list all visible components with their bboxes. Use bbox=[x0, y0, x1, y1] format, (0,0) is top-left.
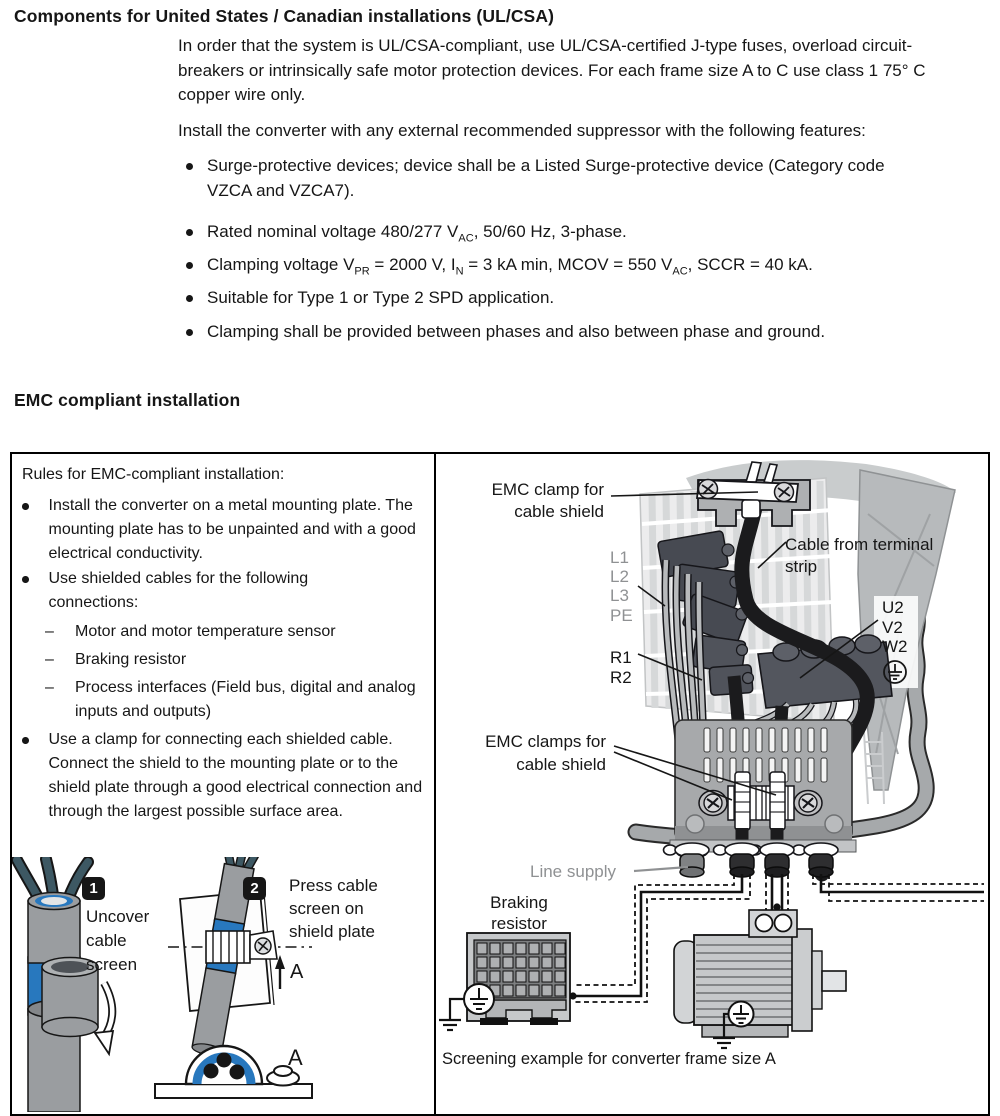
bullet-marker-icon bbox=[186, 329, 193, 336]
section-a-label: A bbox=[288, 1045, 303, 1070]
uncover-cable-illustration bbox=[12, 857, 117, 1112]
terminal-l2: L2 bbox=[610, 567, 629, 587]
bullet-marker-icon bbox=[186, 295, 193, 302]
bullet-marker-icon bbox=[22, 576, 29, 583]
rule-sub-motor: – Motor and motor temperature sensor bbox=[45, 623, 336, 640]
terminal-strip bbox=[750, 634, 893, 729]
bullet-marker-icon bbox=[186, 262, 193, 269]
terminal-v2: V2 bbox=[882, 617, 903, 637]
bullet-marker-icon bbox=[186, 229, 193, 236]
cable-glands bbox=[679, 853, 834, 878]
junction-dot bbox=[773, 903, 781, 911]
earth-icon bbox=[713, 1036, 735, 1050]
bullet-clamping-voltage: Clamping voltage VPR = 2000 V, IN = 3 kA… bbox=[178, 253, 968, 278]
pe-ground-icon bbox=[883, 659, 907, 684]
terminals-braking: R1 R2 bbox=[610, 648, 632, 687]
bullet-rated-voltage: Rated nominal voltage 480/277 VAC, 50/60… bbox=[178, 220, 968, 245]
rule-sub-process: – Process interfaces (Field bus, digital… bbox=[45, 679, 416, 720]
terminal-l3: L3 bbox=[610, 586, 629, 606]
shield-plate bbox=[674, 719, 853, 841]
emc-figure: Rules for EMC-compliant installation: In… bbox=[10, 452, 990, 1116]
rule-mounting-plate: Install the converter on a metal mountin… bbox=[12, 494, 431, 566]
step-1-badge: 1 bbox=[82, 877, 105, 900]
bullet-spd-type: Suitable for Type 1 or Type 2 SPD applic… bbox=[178, 286, 968, 311]
emc-top-clamp bbox=[695, 461, 811, 527]
screened-wiring bbox=[574, 874, 984, 1003]
paragraph-ulcsa-1: In order that the system is UL/CSA-compl… bbox=[178, 36, 926, 104]
figure-left-panel: Rules for EMC-compliant installation: In… bbox=[12, 454, 436, 1114]
rule-shielded-cables: Use shielded cables for the following co… bbox=[12, 567, 379, 615]
cable-tie bbox=[741, 499, 761, 519]
step-2-badge: 2 bbox=[243, 877, 266, 900]
screw-icon bbox=[698, 789, 823, 817]
leader-lines bbox=[610, 491, 879, 873]
rules-title: Rules for EMC-compliant installation: bbox=[22, 466, 285, 483]
bullet-marker-icon bbox=[22, 737, 29, 744]
pe-ground-icon bbox=[463, 983, 495, 1015]
figure-right-panel: EMC clamp for cable shield Cable from te… bbox=[436, 454, 988, 1114]
section-heading-emc: EMC compliant installation bbox=[14, 390, 241, 410]
motor-illustration bbox=[673, 909, 847, 1050]
bullet-marker-icon bbox=[186, 163, 193, 170]
bullet-marker-icon bbox=[22, 503, 29, 510]
terminal-l1: L1 bbox=[610, 548, 629, 567]
rule-sub-braking: – Braking resistor bbox=[45, 651, 187, 668]
cable-screen-illustration bbox=[12, 857, 313, 1112]
section-heading-ulcsa: Components for United States / Canadian … bbox=[14, 6, 554, 26]
converter-screening-illustration bbox=[439, 460, 984, 1050]
terminal-w2: W2 bbox=[882, 637, 908, 656]
junction-dot bbox=[569, 992, 577, 1000]
label-line-supply: Line supply bbox=[530, 862, 617, 881]
label-cable-from-terminal: Cable from terminal strip bbox=[785, 535, 934, 576]
label-emc-clamp: EMC clamp for cable shield bbox=[491, 480, 604, 521]
terminal-u2: U2 bbox=[882, 598, 904, 617]
terminal-r1: R1 bbox=[610, 648, 632, 667]
press-screen-illustration bbox=[168, 857, 312, 1056]
pushed-screen-ring bbox=[41, 956, 99, 1038]
paragraph-ulcsa-2: Install the converter with any external … bbox=[178, 121, 866, 140]
cable-exit-rail bbox=[662, 839, 857, 878]
terminals-line-supply: L1 L2 L3 PE bbox=[610, 548, 633, 625]
slide-down-arrow-icon bbox=[93, 981, 117, 1057]
label-braking-resistor: Braking resistor bbox=[490, 893, 548, 933]
label-emc-clamps: EMC clamps for cable shield bbox=[485, 732, 606, 774]
pe-ground-icon bbox=[727, 1000, 755, 1028]
figure-caption: Screening example for converter frame si… bbox=[442, 1050, 776, 1068]
earth-icon bbox=[439, 1018, 461, 1032]
dimension-arrow-icon bbox=[275, 955, 285, 989]
side-vent-detail bbox=[863, 731, 885, 805]
terminals-motor: U2 V2 W2 bbox=[882, 598, 908, 685]
emc-cable-clamps bbox=[698, 771, 823, 831]
dimension-a-label: A bbox=[290, 961, 304, 983]
rule-clamp: Use a clamp for connecting each shielded… bbox=[12, 728, 433, 824]
shield-clamp-icon bbox=[205, 930, 278, 964]
bullet-surge-devices: Surge-protective devices; device shall b… bbox=[178, 154, 926, 203]
clamp-cross-section-illustration bbox=[154, 1044, 313, 1099]
terminal-r2: R2 bbox=[610, 667, 632, 687]
terminal-pe: PE bbox=[610, 605, 633, 625]
step-1-label: Uncover cable screen bbox=[86, 907, 150, 974]
step-2-label: Press cable screen on shield plate bbox=[289, 876, 378, 941]
braking-resistor-illustration bbox=[439, 932, 571, 1032]
bullet-clamping-phases: Clamping shall be provided between phase… bbox=[178, 320, 968, 345]
